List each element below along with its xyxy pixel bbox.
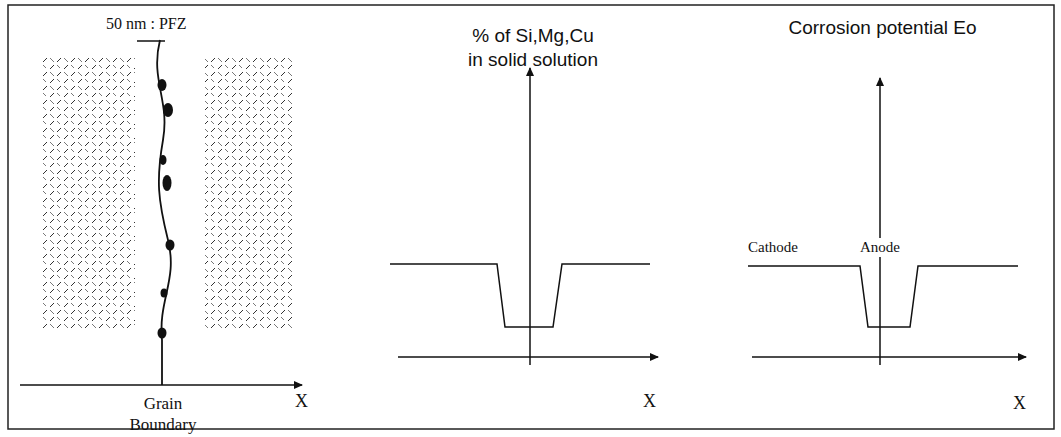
y-axis <box>879 78 881 365</box>
x-axis <box>752 356 1026 358</box>
boundary-label: Grain Boundary <box>123 393 203 436</box>
grain <box>40 58 135 330</box>
axis-title: % of Si,Mg,Cu in solid solution <box>448 24 618 72</box>
region-label: Cathode <box>748 238 798 257</box>
scale-label: 50 nm : PFZ <box>106 14 186 34</box>
concentration-profile <box>390 264 650 327</box>
axis-label: X <box>295 390 308 413</box>
potential-profile <box>748 266 1018 327</box>
axis-title: Corrosion potential Eo <box>785 16 980 40</box>
x-axis <box>20 384 302 386</box>
frame <box>8 5 1054 429</box>
axis-label: X <box>1013 392 1026 415</box>
region-label: Anode <box>858 238 902 257</box>
grain <box>205 58 293 330</box>
grain-boundary <box>157 40 171 385</box>
x-axis <box>398 356 658 358</box>
axis-label: X <box>643 390 656 413</box>
precipitates <box>158 79 175 339</box>
y-axis <box>529 68 531 365</box>
